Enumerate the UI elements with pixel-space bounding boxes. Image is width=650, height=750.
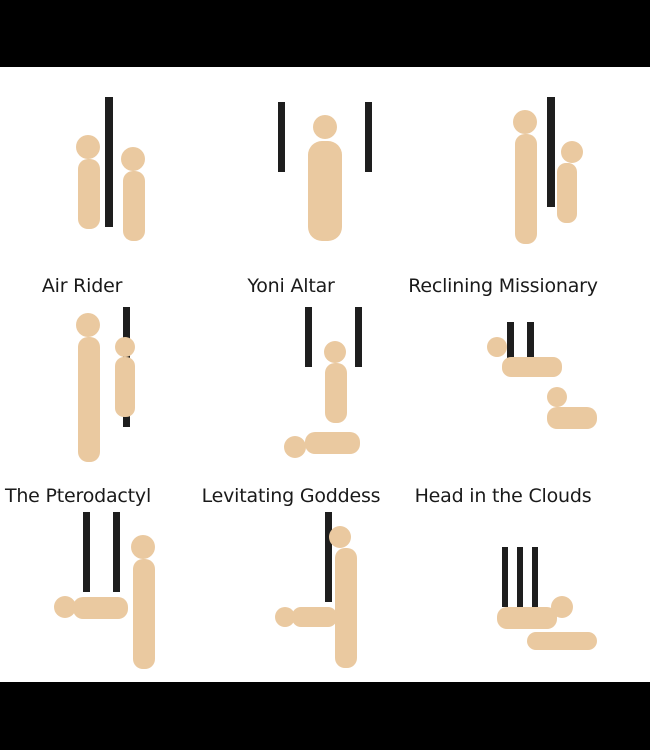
- diagram-canvas: Air Rider Yoni Altar Reclining Missionar…: [0, 67, 650, 682]
- diagram-cell: [217, 512, 433, 682]
- figure-illustration: [278, 102, 372, 241]
- position-label: The Pterodactyl: [4, 485, 152, 507]
- position-label: Reclining Missionary: [408, 275, 598, 297]
- diagram-cell: [217, 87, 433, 287]
- position-label: Head in the Clouds: [414, 485, 592, 507]
- diagram-cell: [0, 307, 216, 487]
- figure-illustration: [487, 322, 597, 429]
- position-label: Air Rider: [41, 275, 123, 297]
- figure-illustration: [497, 547, 597, 650]
- diagram-cell: [434, 512, 650, 682]
- figure-illustration: [76, 307, 135, 462]
- diagram-cell: [0, 87, 216, 287]
- diagram-cell: [217, 307, 433, 487]
- figure-illustration: [54, 512, 155, 669]
- diagram-cell: [434, 307, 650, 487]
- diagram-cell: [434, 87, 650, 287]
- figure-illustration: [275, 512, 357, 668]
- figure-illustration: [76, 97, 145, 241]
- figure-illustration: [513, 97, 583, 244]
- figure-illustration: [284, 307, 362, 458]
- diagram-cell: [0, 512, 216, 682]
- position-label: Yoni Altar: [247, 275, 335, 297]
- position-label: Levitating Goddess: [201, 485, 381, 507]
